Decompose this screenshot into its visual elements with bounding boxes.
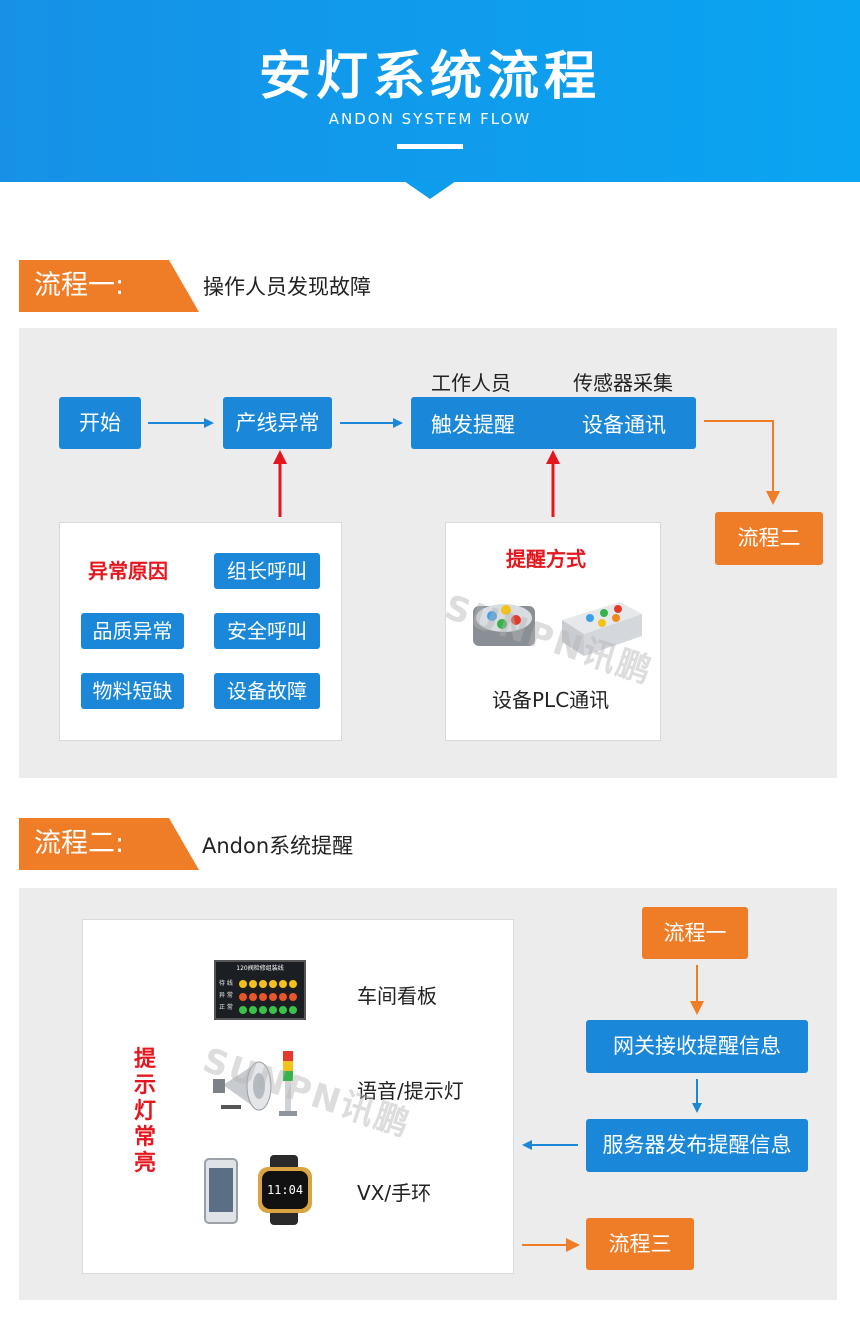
vertical-char: 提 — [133, 1047, 156, 1072]
cause-quality-issue: 品质异常 — [81, 613, 184, 649]
output-voice-light: 语音/提示灯 — [357, 1079, 464, 1103]
cause-safety-call: 安全呼叫 — [214, 613, 320, 649]
flow2-link-node: 流程二 — [715, 512, 823, 565]
server-node: 服务器发布提醒信息 — [586, 1119, 808, 1172]
output-workshop-board: 车间看板 — [357, 984, 437, 1008]
flow3-link-node: 流程三 — [586, 1218, 694, 1270]
light-always-on-label: 提 示 灯 常 亮 — [130, 1047, 160, 1177]
smartwatch-image: 11:04 — [254, 1155, 322, 1225]
board-row-label: 异 常 — [219, 992, 233, 999]
board-title: 120阀检修组装线 — [236, 965, 284, 972]
vertical-char: 灯 — [133, 1099, 156, 1124]
page-subtitle: ANDON SYSTEM FLOW — [328, 110, 532, 128]
start-node: 开始 — [59, 397, 141, 449]
methods-title: 提醒方式 — [506, 547, 586, 571]
cause-team-leader-call: 组长呼叫 — [214, 553, 320, 589]
title-underline — [397, 144, 463, 149]
device-comm-label: 设备通讯 — [582, 413, 666, 437]
speaker-tower-light-image — [213, 1051, 297, 1116]
header-banner — [0, 0, 860, 182]
vertical-char: 亮 — [133, 1151, 156, 1176]
board-row-label: 正 常 — [219, 1004, 233, 1011]
flow1-tag: 流程一: — [19, 260, 199, 312]
worker-label: 工作人员 — [431, 371, 511, 395]
trigger-label: 触发提醒 — [431, 413, 515, 437]
cause-material-shortage: 物料短缺 — [81, 673, 184, 709]
flow1-link-node: 流程一 — [642, 907, 748, 959]
page-title: 安灯系统流程 — [258, 47, 601, 107]
methods-caption: 设备PLC通讯 — [492, 688, 610, 712]
line-abnormal-node: 产线异常 — [223, 397, 332, 449]
flow2-tag: 流程二: — [19, 818, 199, 870]
board-row-label: 待 线 — [219, 980, 233, 987]
watch-time: 11:04 — [262, 1171, 308, 1209]
workshop-board-image: 120阀检修组装线 待 线 异 常 正 常 — [214, 960, 306, 1020]
sensor-label: 传感器采集 — [573, 371, 673, 395]
trigger-node: 触发提醒 设备通讯 — [411, 397, 696, 449]
vertical-char: 常 — [133, 1125, 156, 1150]
vertical-char: 示 — [133, 1073, 156, 1098]
phone-image — [204, 1158, 238, 1224]
header-notch — [404, 181, 456, 199]
board-lamps — [239, 980, 297, 1014]
gateway-node: 网关接收提醒信息 — [586, 1020, 808, 1073]
call-box-devices-image — [473, 602, 642, 656]
flow1-description: 操作人员发现故障 — [203, 275, 371, 299]
cause-equipment-failure: 设备故障 — [214, 673, 320, 709]
causes-title: 异常原因 — [88, 559, 168, 583]
output-wechat-band: VX/手环 — [357, 1181, 432, 1205]
flow2-description: Andon系统提醒 — [202, 834, 354, 858]
